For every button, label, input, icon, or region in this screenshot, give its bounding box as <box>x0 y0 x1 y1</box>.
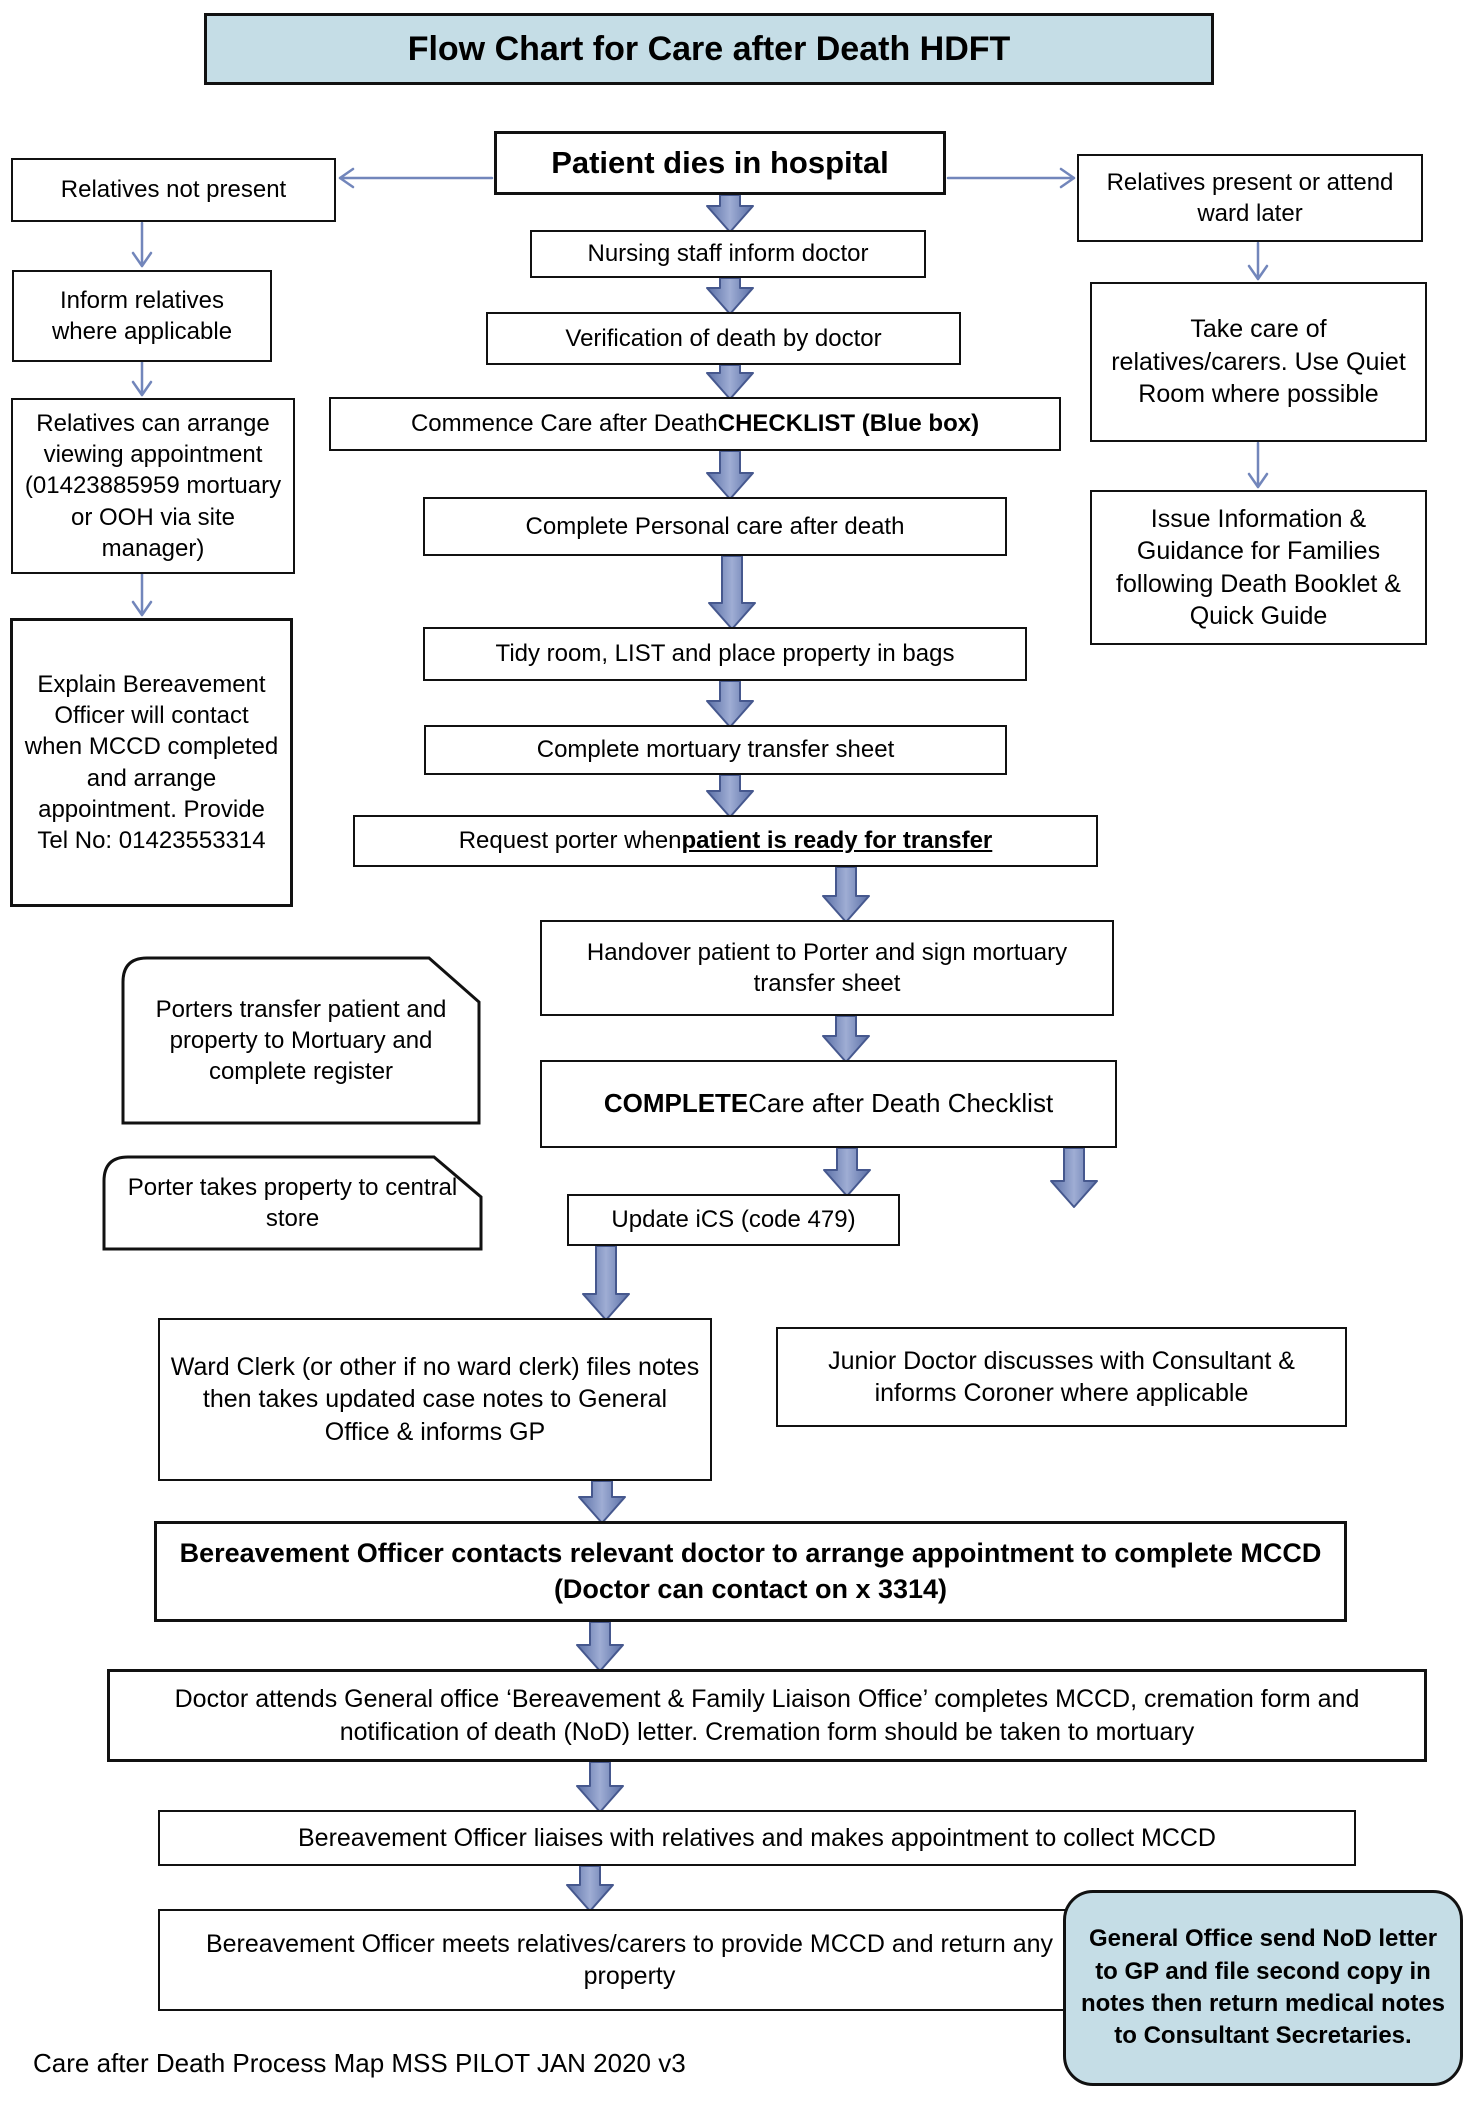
node-explain-bereavement-officer: Explain Bereavement Officer will contact… <box>10 618 293 907</box>
commence-text: Commence Care after Death <box>410 410 718 438</box>
node-ward-clerk: Ward Clerk (or other if no ward clerk) f… <box>158 1318 712 1481</box>
node-handover-to-porter: Handover patient to Porter and sign mort… <box>540 920 1114 1016</box>
node-relatives-present: Relatives present or attend ward later <box>1077 154 1423 242</box>
porter-property-text: Porter takes property to central store <box>127 1173 458 1232</box>
cut-corner-shape <box>121 956 481 1125</box>
node-request-porter: Request porter when patient is ready for… <box>353 815 1098 867</box>
node-inform-relatives: Inform relatives where applicable <box>12 270 272 362</box>
node-bereavement-officer-meets: Bereavement Officer meets relatives/care… <box>158 1909 1101 2011</box>
request-porter-text: Request porter when <box>458 827 682 855</box>
node-update-ics: Update iCS (code 479) <box>567 1194 900 1246</box>
node-bereavement-officer-liaises: Bereavement Officer liaises with relativ… <box>158 1810 1356 1866</box>
node-issue-information-booklet: Issue Information & Guidance for Familie… <box>1090 490 1427 645</box>
node-relatives-not-present: Relatives not present <box>11 158 336 222</box>
node-complete-checklist: COMPLETE Care after Death Checklist <box>540 1060 1117 1148</box>
node-doctor-attends-general-office: Doctor attends General office ‘Bereaveme… <box>107 1669 1427 1762</box>
footer-caption: Care after Death Process Map MSS PILOT J… <box>33 2048 686 2078</box>
node-general-office-nod: General Office send NoD letter to GP and… <box>1063 1890 1463 2086</box>
node-personal-care: Complete Personal care after death <box>423 497 1007 556</box>
node-nursing-inform-doctor: Nursing staff inform doctor <box>530 230 926 278</box>
node-verification-of-death: Verification of death by doctor <box>486 312 961 365</box>
node-junior-doctor: Junior Doctor discusses with Consultant … <box>776 1327 1347 1427</box>
node-viewing-appointment: Relatives can arrange viewing appointmen… <box>11 398 295 574</box>
complete-rest-text: Care after Death Checklist <box>748 1088 1054 1119</box>
complete-bold-text: COMPLETE <box>603 1088 749 1119</box>
node-patient-dies: Patient dies in hospital <box>494 131 946 195</box>
node-bereavement-officer-contacts: Bereavement Officer contacts relevant do… <box>154 1521 1347 1622</box>
node-tidy-room: Tidy room, LIST and place property in ba… <box>423 627 1027 681</box>
porters-transfer-text: Porters transfer patient and property to… <box>155 995 447 1086</box>
cut-corner-shape <box>102 1155 483 1251</box>
node-porters-transfer: Porters transfer patient and property to… <box>121 956 481 1125</box>
node-commence-checklist: Commence Care after Death CHECKLIST (Blu… <box>329 397 1061 451</box>
page-title: Flow Chart for Care after Death HDFT <box>204 13 1214 85</box>
node-porter-property: Porter takes property to central store <box>102 1155 483 1251</box>
node-take-care-of-relatives: Take care of relatives/carers. Use Quiet… <box>1090 282 1427 442</box>
commence-bold-text: CHECKLIST (Blue box) <box>717 410 980 438</box>
request-porter-bold-text: patient is ready for transfer <box>681 827 993 855</box>
node-mortuary-transfer-sheet: Complete mortuary transfer sheet <box>424 725 1007 775</box>
